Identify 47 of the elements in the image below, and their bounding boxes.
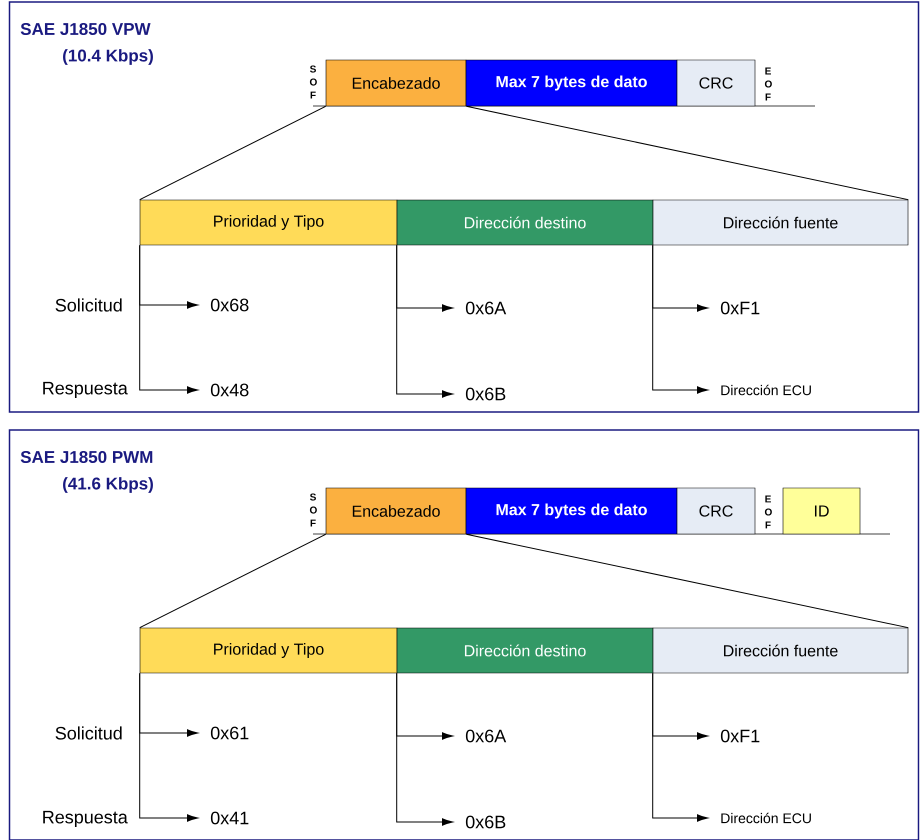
- expansion-line: [139, 106, 326, 200]
- expansion-line: [466, 106, 909, 200]
- header-field-box: Dirección fuente: [652, 628, 908, 674]
- value-text: 0xF1: [720, 302, 760, 314]
- branch-arrow: [139, 672, 198, 822]
- value-text: 0xF1: [720, 730, 760, 742]
- frame-field-box: ID: [782, 488, 860, 534]
- branch-arrow: [652, 244, 708, 394]
- bit-rate: (10.4 Kbps): [63, 49, 153, 65]
- expansion-line: [139, 534, 326, 628]
- value-text: 0x48: [210, 384, 248, 396]
- row-label: Respuesta: [43, 810, 128, 828]
- branch-arrow: [396, 672, 454, 826]
- frame-delimiter: E O F: [764, 496, 772, 528]
- bit-rate: (41.6 Kbps): [63, 477, 153, 493]
- panel-title: SAE J1850 VPW: [20, 22, 151, 36]
- row-label: Solicitud: [56, 726, 122, 740]
- expansion-line: [466, 534, 909, 628]
- value-text: Dirección ECU: [721, 812, 811, 824]
- branch-arrow: [396, 244, 454, 398]
- value-text: 0x41: [210, 812, 248, 824]
- branch-arrow: [652, 672, 708, 822]
- frame-field-box: CRC: [676, 488, 756, 534]
- header-field-box: Prioridad y Tipo: [140, 628, 398, 674]
- value-text: Dirección ECU: [721, 384, 811, 396]
- branch-arrow: [139, 244, 198, 394]
- row-label: Solicitud: [56, 298, 122, 312]
- header-field-box: Prioridad y Tipo: [140, 200, 398, 246]
- frame-delimiter: S O F: [310, 494, 317, 526]
- header-field-box: Dirección fuente: [652, 200, 908, 246]
- value-text: 0x6B: [466, 388, 506, 400]
- row-label: Respuesta: [43, 382, 128, 398]
- value-text: 0x6A: [466, 302, 506, 314]
- frame-field-box: Encabezado: [326, 488, 466, 534]
- value-text: 0x68: [210, 298, 248, 312]
- frame-field-box: Encabezado: [326, 60, 466, 106]
- panel-title: SAE J1850 PWM: [20, 450, 152, 464]
- header-field-box: Dirección destino: [396, 628, 654, 674]
- value-text: 0x6A: [466, 730, 506, 742]
- frame-field-box: Max 7 bytes de dato: [466, 488, 678, 534]
- frame-field-box: CRC: [676, 60, 756, 106]
- value-text: 0x6B: [466, 816, 506, 828]
- frame-delimiter: E O F: [764, 68, 772, 100]
- header-field-box: Dirección destino: [396, 200, 654, 246]
- frame-delimiter: S O F: [310, 66, 317, 98]
- frame-field-box: Max 7 bytes de dato: [466, 60, 678, 106]
- value-text: 0x61: [210, 726, 248, 740]
